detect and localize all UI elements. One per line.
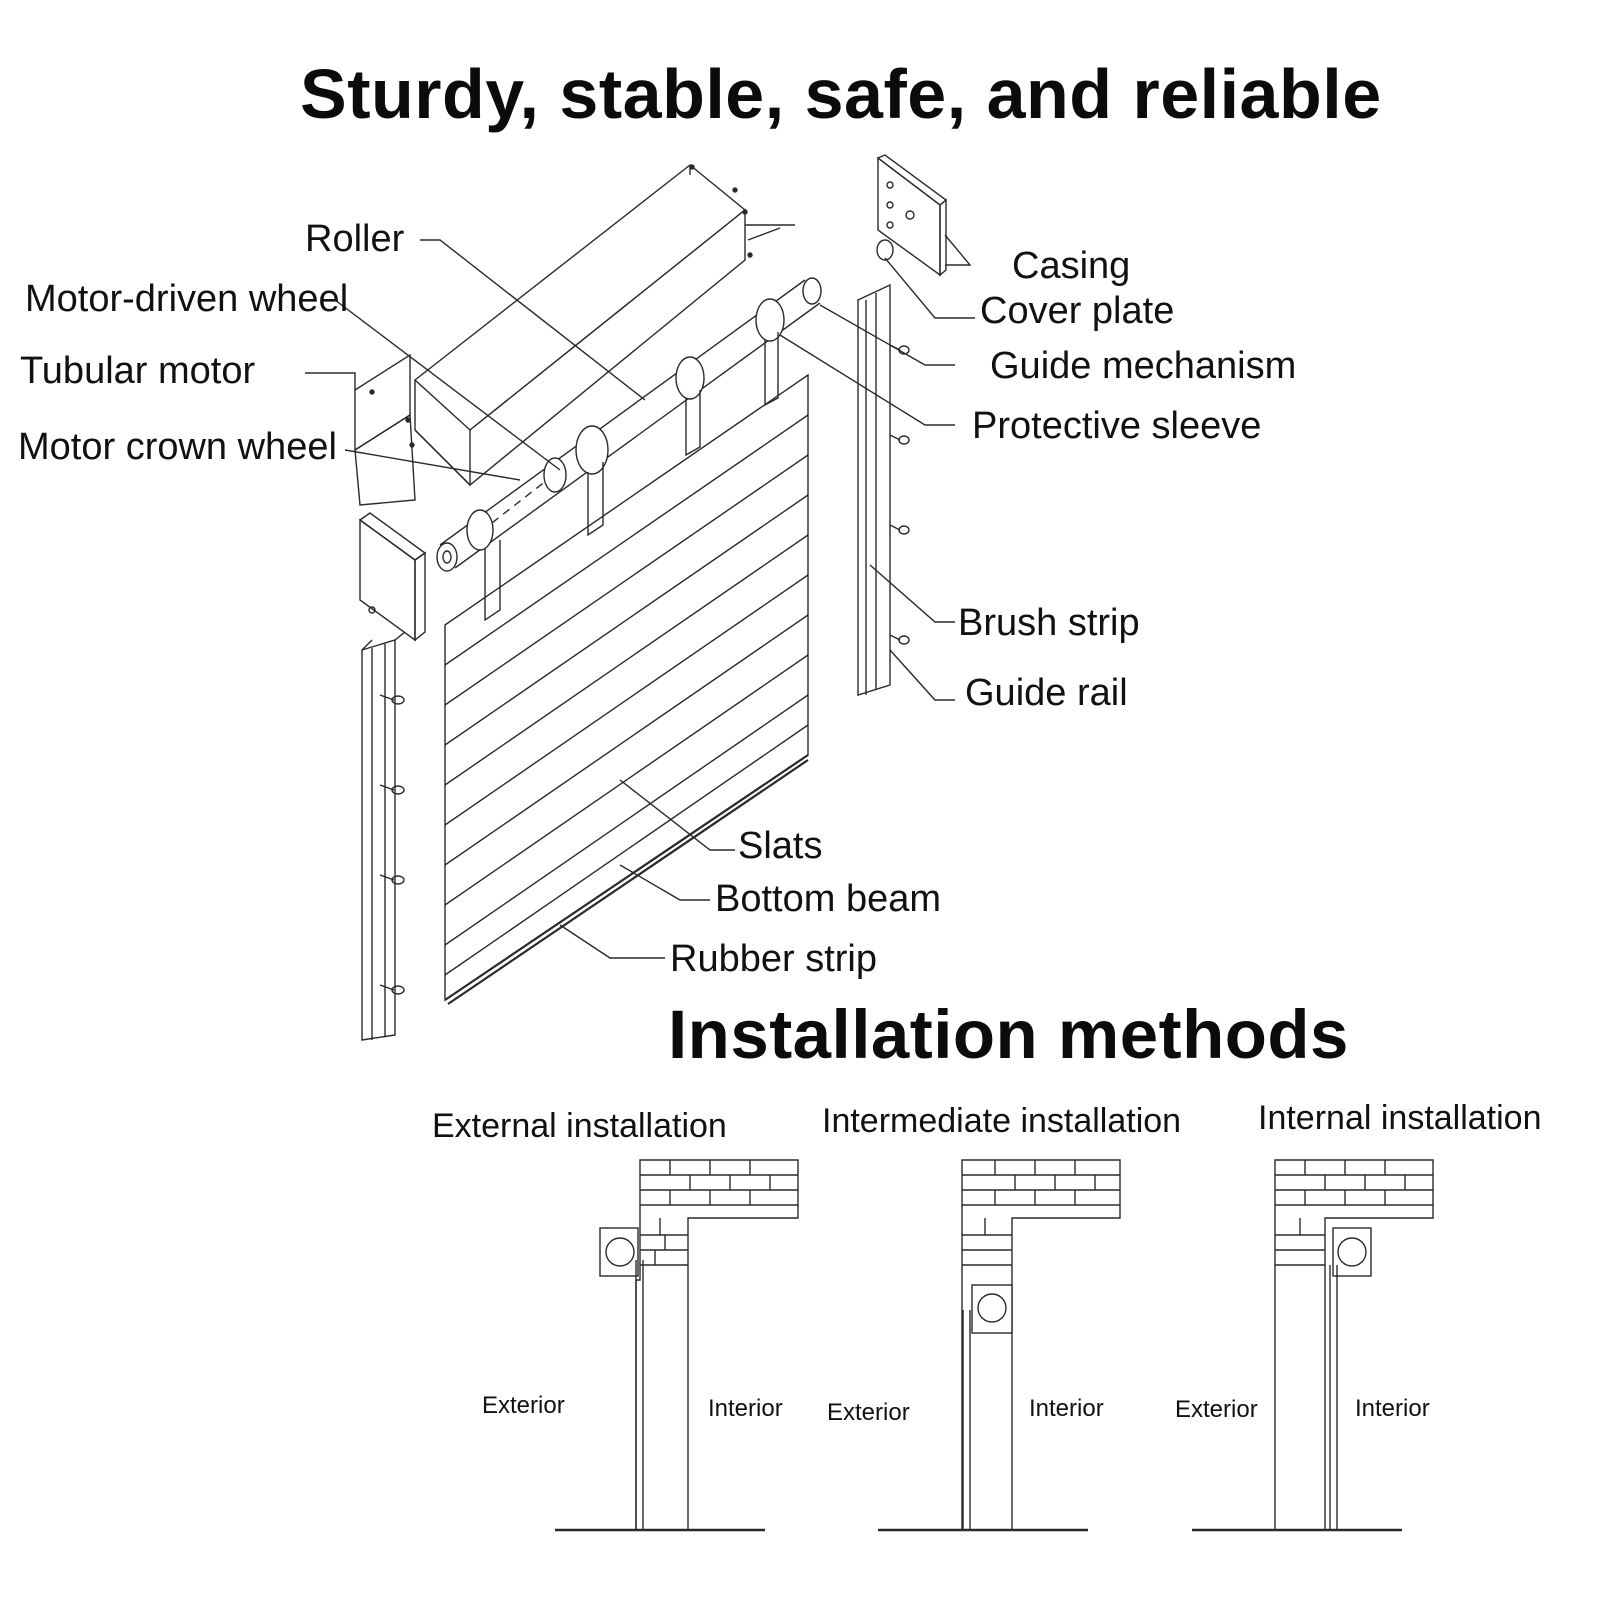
leader-lines xyxy=(305,234,975,959)
intermediate-exterior-label: Exterior xyxy=(827,1399,910,1426)
method-title-external: External installation xyxy=(432,1107,727,1145)
left-end-cap xyxy=(358,512,427,642)
label-motor-crown-wheel: Motor crown wheel xyxy=(18,426,337,468)
label-guide-mechanism: Guide mechanism xyxy=(990,345,1297,387)
label-tubular-motor: Tubular motor xyxy=(20,350,256,392)
method-title-internal: Internal installation xyxy=(1258,1099,1542,1137)
external-installation-drawing xyxy=(555,1159,799,1532)
left-guide-rail xyxy=(361,631,406,1041)
label-slats: Slats xyxy=(738,825,823,867)
internal-interior-label: Interior xyxy=(1355,1395,1430,1422)
left-bracket xyxy=(354,353,416,506)
top-housing xyxy=(413,164,795,487)
label-bottom-beam: Bottom beam xyxy=(715,878,941,920)
label-casing: Casing xyxy=(1012,245,1131,287)
label-motor-driven-wheel: Motor-driven wheel xyxy=(25,278,349,320)
internal-installation-drawing xyxy=(1192,1159,1434,1532)
roller-tube xyxy=(436,277,822,622)
label-roller: Roller xyxy=(305,218,405,260)
right-guide-rail xyxy=(857,283,910,696)
intermediate-installation-drawing xyxy=(878,1159,1121,1532)
label-protective-sleeve: Protective sleeve xyxy=(972,405,1262,447)
right-casing-plate xyxy=(876,154,948,277)
method-title-intermediate: Intermediate installation xyxy=(822,1102,1182,1140)
external-exterior-label: Exterior xyxy=(482,1392,565,1419)
label-guide-rail: Guide rail xyxy=(965,672,1128,714)
label-cover-plate: Cover plate xyxy=(980,290,1175,332)
installation-title: Installation methods xyxy=(668,996,1349,1073)
slat-panel xyxy=(444,373,809,1005)
external-interior-label: Interior xyxy=(708,1395,783,1422)
internal-exterior-label: Exterior xyxy=(1175,1396,1258,1423)
label-brush-strip: Brush strip xyxy=(958,602,1140,644)
label-rubber-strip: Rubber strip xyxy=(670,938,877,980)
intermediate-interior-label: Interior xyxy=(1029,1395,1104,1422)
headline: Sturdy, stable, safe, and reliable xyxy=(300,55,1382,133)
